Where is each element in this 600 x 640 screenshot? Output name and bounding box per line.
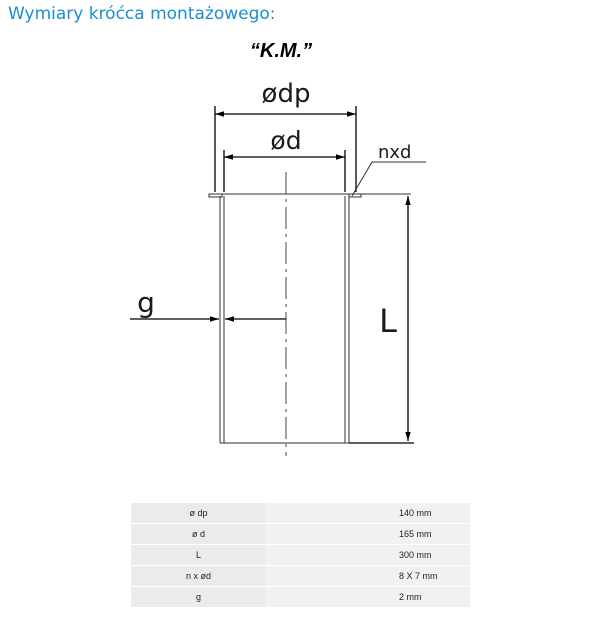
dimension-value: 300 mm — [266, 544, 470, 566]
dimension-label: ø dp — [131, 503, 266, 524]
dimension-d — [223, 150, 346, 192]
label-d: ød — [270, 126, 301, 155]
dimension-label: n x ød — [131, 565, 266, 587]
dimension-dp — [214, 106, 357, 192]
flange-ring — [208, 193, 411, 198]
dimension-value: 8 X 7 mm — [266, 565, 470, 587]
label-L: L — [379, 302, 397, 340]
dimension-label: ø d — [131, 523, 266, 545]
label-nxd: nxd — [378, 142, 412, 163]
dimension-value: 2 mm — [266, 586, 470, 608]
dimension-value: 165 mm — [266, 523, 470, 545]
page-heading: Wymiary króćca montażowego: — [8, 4, 276, 24]
dimension-L — [349, 196, 414, 444]
leader-nxd — [351, 161, 426, 197]
pipe-body — [219, 196, 350, 444]
diagram-title: “K.M.” — [250, 40, 312, 62]
label-g: g — [137, 286, 155, 319]
label-dp: ødp — [262, 79, 311, 109]
dimension-value: 140 mm — [266, 503, 470, 524]
dimension-label: g — [131, 586, 266, 608]
dimension-label: L — [131, 544, 266, 566]
technical-drawing: “K.M.” ødp ød nxd L — [130, 40, 426, 456]
